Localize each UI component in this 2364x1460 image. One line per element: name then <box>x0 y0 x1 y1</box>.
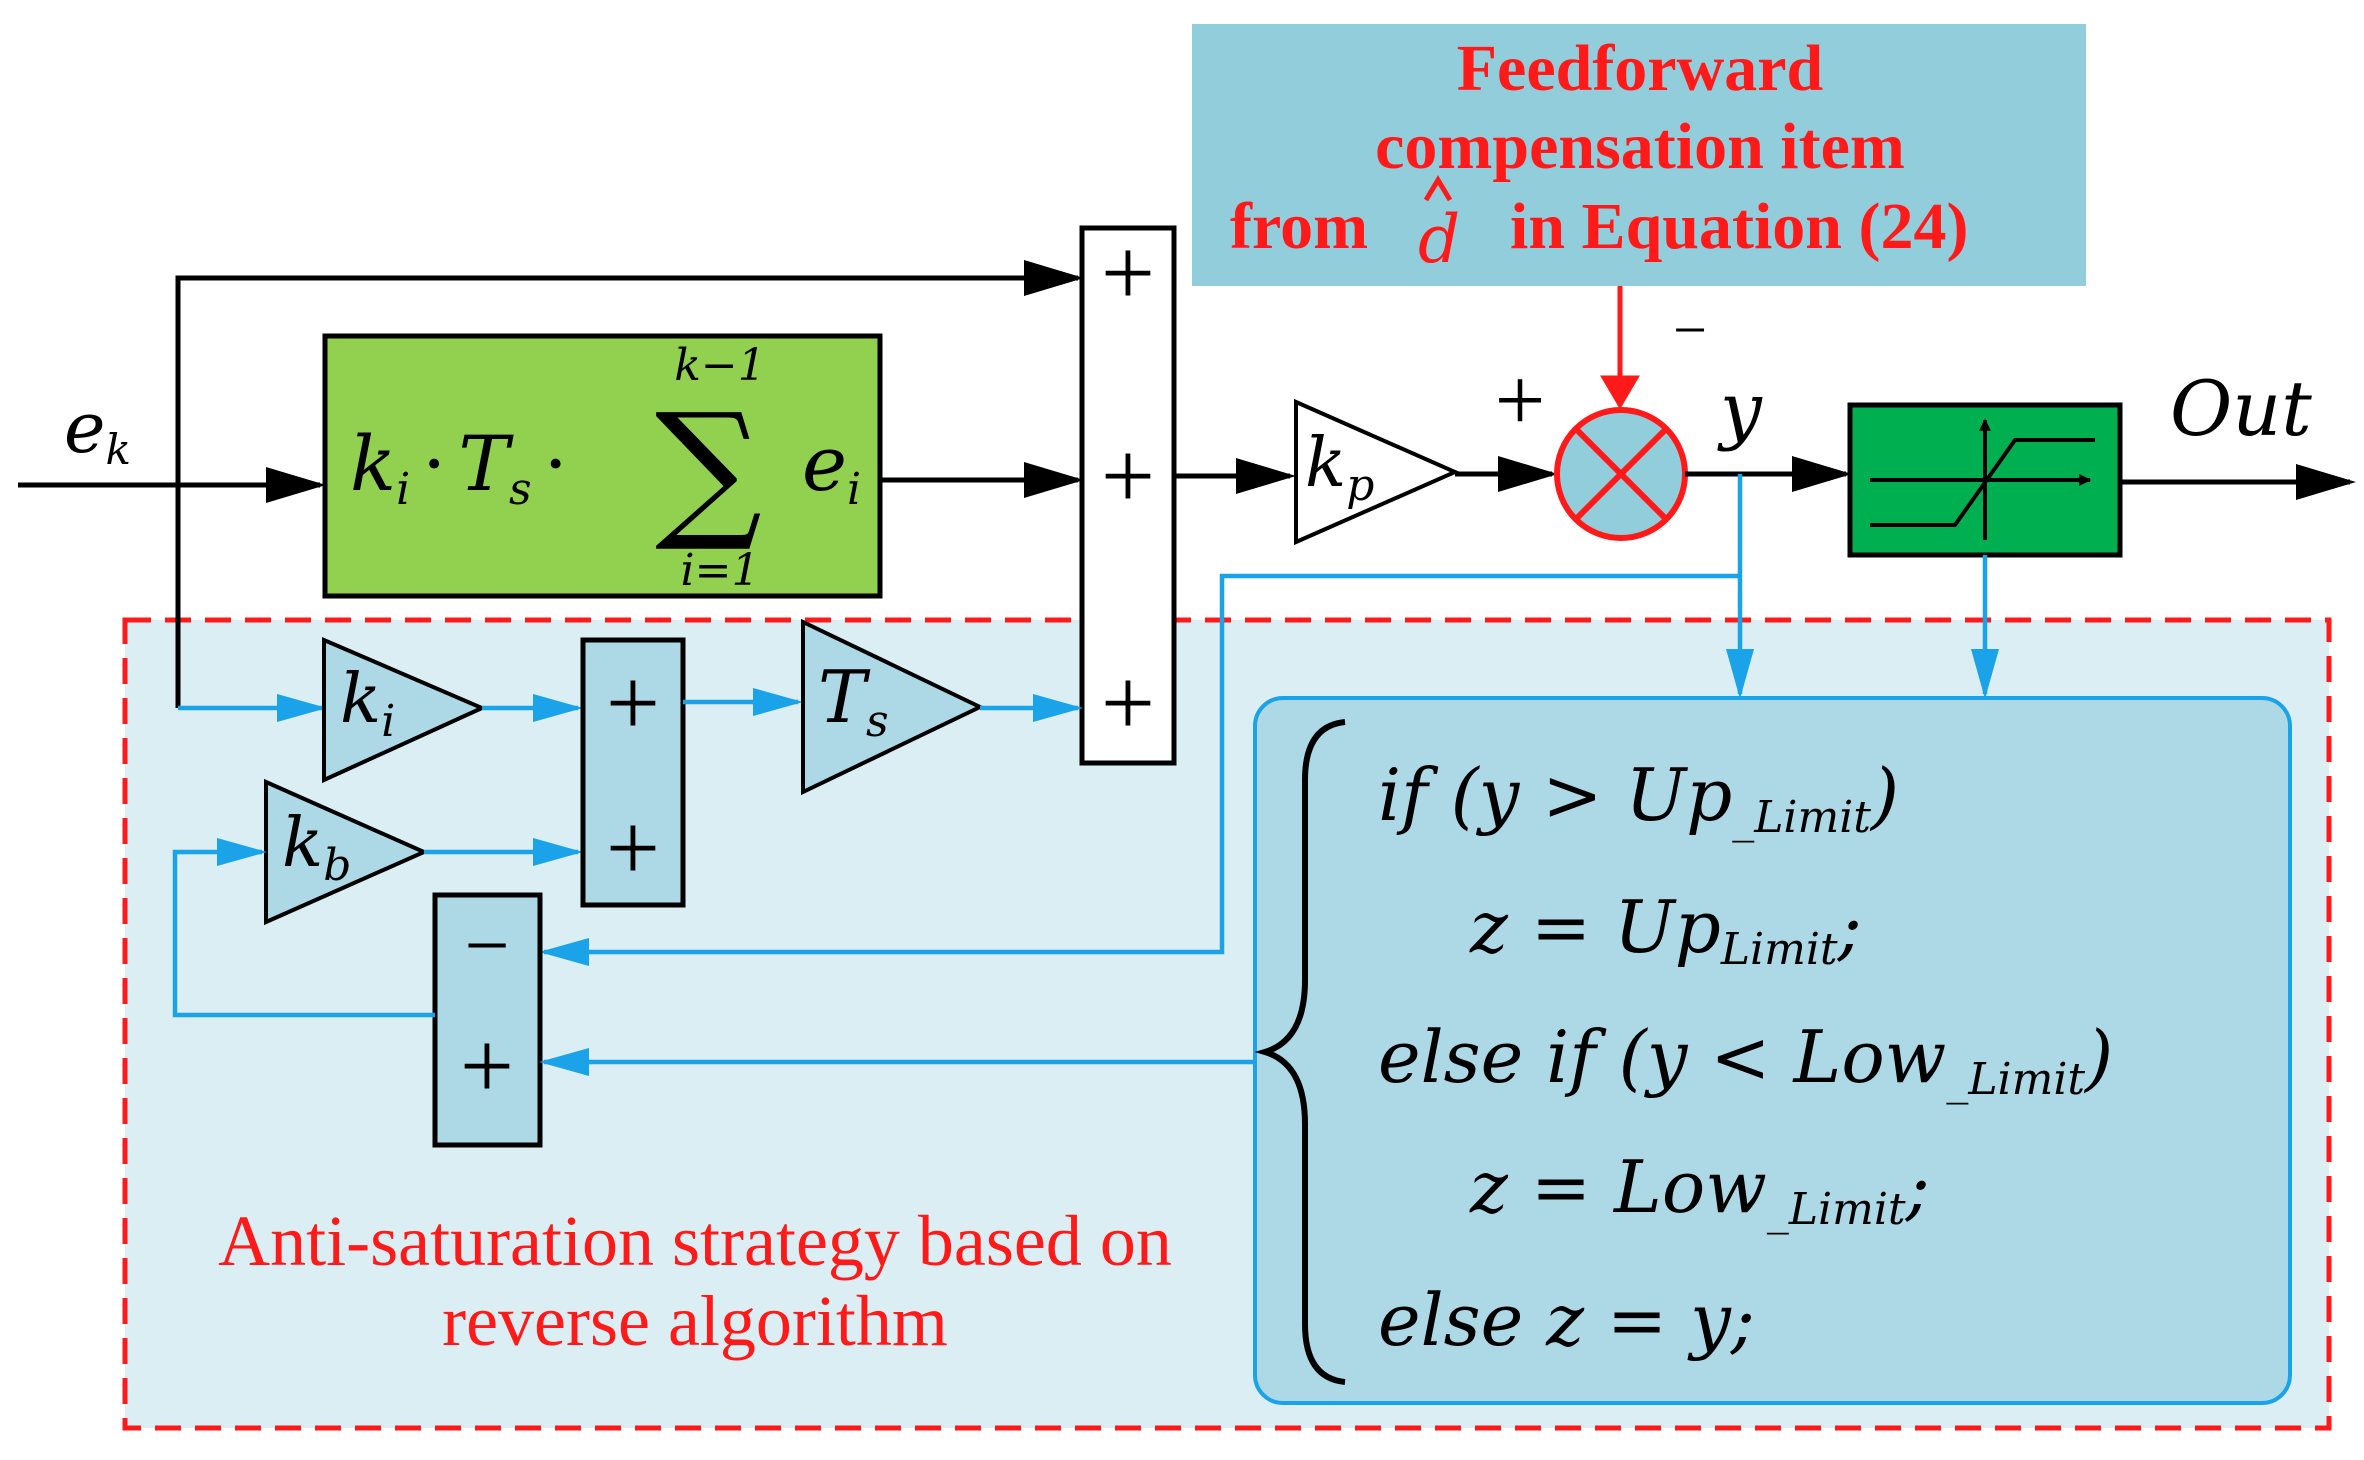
integral-expr: ki·Ts· <box>350 419 568 515</box>
saturation-icon-curve <box>1870 438 2095 527</box>
sum-inner-plus-2: + <box>606 794 660 901</box>
sum-inner-plus-1: + <box>606 649 660 756</box>
diff-to-kb-feedback <box>172 838 435 1018</box>
gain-ts-label: Ts <box>818 655 889 747</box>
sum-main-plus-2: + <box>1101 422 1155 529</box>
gain-kp-label: kp <box>1305 424 1374 511</box>
out-label: Out <box>2170 364 2312 453</box>
d-hat-symbol: d <box>1418 201 1460 278</box>
sum-junction-main <box>1079 225 1177 766</box>
feedforward-line3-post: in Equation (24) <box>1510 190 1968 263</box>
logic-box <box>1253 696 2292 1405</box>
sum-term: ei <box>802 419 861 515</box>
logic-line-1: if (y > Up_Limit) <box>1378 753 1899 843</box>
logic-line-3: else if (y < Low_Limit) <box>1378 1015 2113 1105</box>
comparator-minus: − <box>1673 297 1707 363</box>
top-branch-line <box>175 260 1084 485</box>
y-label: y <box>1717 367 1763 453</box>
gain-ki <box>322 636 487 784</box>
sum-symbol: ∑ <box>655 382 762 556</box>
y-feedback-line <box>539 573 1740 966</box>
feedforward-line1: Feedforward <box>1457 32 1824 105</box>
diff-minus: − <box>464 902 509 990</box>
gain-ki-label: ki <box>340 660 395 747</box>
diff-junction <box>432 892 543 1148</box>
logic-brace <box>1254 719 1346 1385</box>
logic-line-4: z = Low_Limit; <box>1469 1145 1930 1235</box>
sum-lower-limit: i=1 <box>681 545 760 596</box>
feedforward-line3-pre: from <box>1230 190 1368 263</box>
sum-main-plus-1: + <box>1101 219 1155 326</box>
input-label: ek <box>64 387 131 474</box>
hat-accent <box>1423 175 1453 202</box>
gain-kp <box>1294 398 1460 546</box>
sum-upper-limit: k−1 <box>674 340 766 391</box>
anti-saturation-caption-2: reverse algorithm <box>442 1281 948 1361</box>
gain-ts <box>801 618 985 796</box>
integral-block <box>322 333 883 599</box>
sum-junction-inner <box>580 637 686 908</box>
gain-kb-label: kb <box>282 804 351 891</box>
feedforward-box <box>1192 24 2086 286</box>
comparator-plus: + <box>1495 351 1546 450</box>
logic-line-2: z = UpLimit; <box>1469 885 1862 975</box>
sum-main-plus-3: + <box>1101 649 1155 756</box>
diff-plus: + <box>460 1012 514 1119</box>
logic-line-5: else z = y; <box>1378 1278 1755 1362</box>
feedforward-line2: compensation item <box>1375 110 1905 183</box>
anti-saturation-caption-1: Anti-saturation strategy based on <box>218 1201 1172 1281</box>
comparator-cross-2 <box>1573 426 1669 522</box>
